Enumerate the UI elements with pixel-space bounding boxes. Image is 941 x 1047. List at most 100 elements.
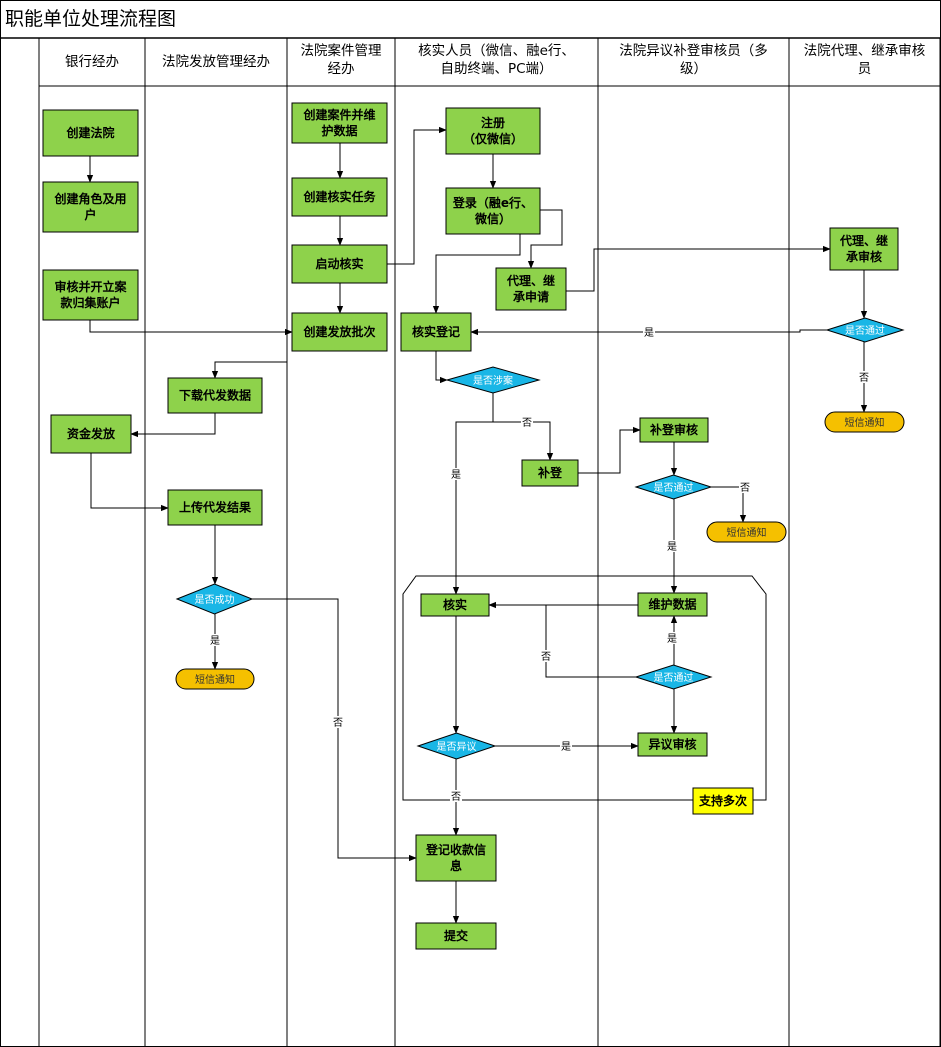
process-box [50,414,132,454]
lane-title: 法院代理、继承审核 [804,43,926,59]
decision-diamond [825,317,905,343]
connector [527,209,563,269]
lane-title: 级） [680,61,707,77]
node-label: 创建法院 [65,125,114,140]
node-label: 核实 [443,597,467,612]
edge-label-bg [450,468,462,480]
edge-label-bg [332,716,344,728]
node-label: 补登 [537,465,563,480]
node-sms-1: 短信通知 [175,668,255,690]
decision-diamond [175,583,254,615]
node-label: 下载代发数据 [179,388,251,403]
lane-title: 银行经办 [65,54,119,70]
connector [470,328,827,336]
process-box [637,592,708,617]
edge-label-bg [560,740,572,752]
node-fund-release: 资金发放 [50,414,132,454]
edge-label-yes: 是 [644,327,654,339]
node-label: 承审核 [846,249,882,264]
node-is-success: 是否成功 [175,583,254,615]
node-label: 代理、继 [506,273,555,288]
connector [545,605,636,678]
process-box [291,312,388,352]
connector [90,453,169,512]
node-agent-review: 代理、继承审核 [829,227,899,271]
process-box [291,244,388,284]
process-box [42,109,139,157]
decision-diamond [416,732,497,760]
lane-title: 法院发放管理经办 [162,54,270,70]
process-box [42,269,139,321]
node-label: 是否成功 [195,594,235,606]
edge-label-yes: 是 [451,469,461,481]
note-box [692,787,754,815]
node-create-batch: 创建发放批次 [291,312,388,352]
node-upload-result: 上传代发结果 [167,489,263,526]
node-start-verify: 启动核实 [291,244,388,284]
lane-title: 自助终端、PC端） [440,61,552,77]
terminal-oval [175,668,255,690]
process-box [167,489,263,526]
node-label: 登记收款信 [425,842,486,857]
node-label: 是否通过 [845,324,885,337]
node-label: 补登审核 [649,422,698,437]
process-box [445,107,541,155]
process-box [445,187,541,235]
lane-header-court-grant: 法院发放管理经办 [162,54,270,70]
connector [130,413,216,438]
node-login: 登录（融e行、微信） [445,187,541,235]
node-label: 是否通过 [654,481,694,494]
node-create-task: 创建核实任务 [291,177,388,217]
lane-title: 法院异议补登审核员（多 [619,42,768,59]
lane-title: 经办 [328,61,355,77]
connector [211,351,288,379]
node-label: 上传代发结果 [179,500,251,515]
process-box [291,177,388,217]
page-title: 职能单位处理流程图 [5,8,176,30]
node-label: 登录（融e行、 [452,195,533,210]
process-box [495,267,567,311]
node-label: 审核并开立案 [54,279,127,294]
connector [435,351,448,384]
node-label: 短信通知 [727,526,767,539]
node-label: 资金发放 [67,426,116,441]
node-verify-register: 核实登记 [400,312,472,352]
node-label: 注册 [481,115,505,130]
connector [89,320,293,336]
process-box [415,834,497,882]
node-label: 创建核实任务 [302,189,376,204]
node-is-pass-2: 是否通过 [634,664,713,690]
connector [252,598,417,862]
node-label: 微信） [474,211,511,226]
connector [432,228,521,314]
connector [711,486,747,523]
node-label: （仅微信） [463,131,523,146]
node-label: 创建发放批次 [302,324,375,339]
node-supplement-review: 补登审核 [639,417,709,443]
edge-label-no: 否 [740,482,750,494]
node-label: 是否异议 [437,741,477,753]
process-box [829,227,899,271]
edge-label-no: 否 [522,417,532,429]
process-box [521,459,579,487]
edge-label-yes: 是 [561,741,571,753]
node-label: 核实登记 [412,324,460,339]
node-label: 承申请 [513,289,549,304]
edge-label-yes: 是 [210,635,220,647]
process-box [420,593,490,617]
node-download-data: 下载代发数据 [167,377,263,414]
process-box [639,417,709,443]
connector [452,421,493,595]
lane-title: 员 [858,61,872,77]
node-label: 提交 [444,928,468,943]
edge-label-bg [643,326,655,338]
edge-label-bg [521,416,533,428]
node-is-pass-3: 是否通过 [825,317,905,343]
node-label: 息 [450,858,462,873]
node-is-involved: 是否涉案 [445,366,541,394]
